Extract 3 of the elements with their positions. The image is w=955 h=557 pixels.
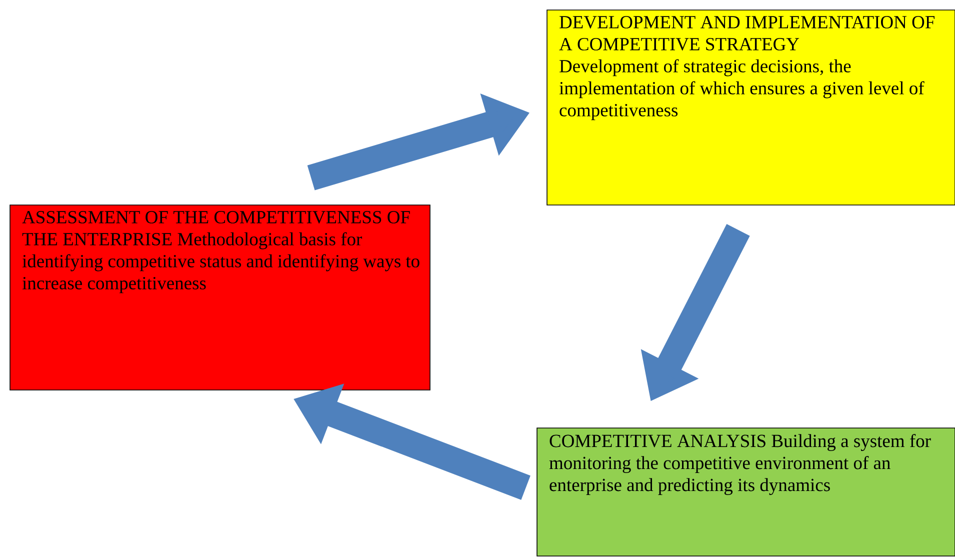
process-box: COMPETITIVE ANALYSIS Building a system for monitoring the competitive environment of an enterprise and predicting its dynamics: [536, 428, 955, 556]
process-box: DEVELOPMENT AND IMPLEMENTATION OF A COMPETITIVE STRATEGY Development of strategic decisions, the implementation of which ensures a given level of competitiveness: [546, 10, 955, 206]
process-box: ASSESSMENT OF THE COMPETITIVENESS OF THE ENTERPRISE Methodological basis for identifying competitive status and identifying ways to increase competitiveness: [10, 204, 430, 390]
